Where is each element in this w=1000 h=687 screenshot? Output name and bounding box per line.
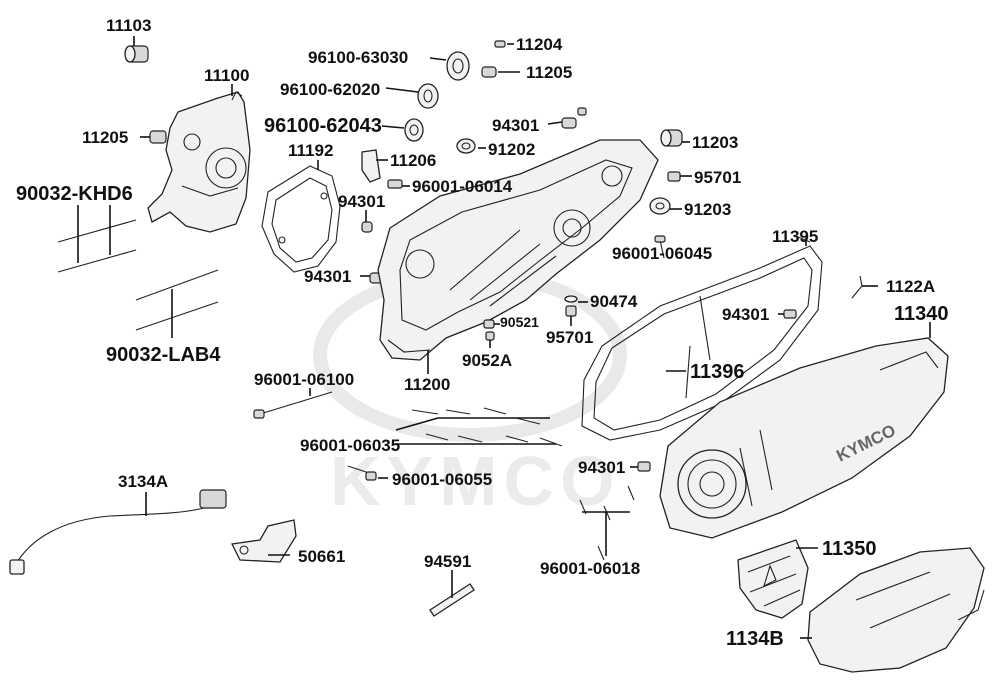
bushing-11205-top: [481, 66, 520, 78]
gasket-11192: [261, 165, 341, 273]
label-96001-06045: 96001-06045: [612, 244, 712, 263]
bolts-96001-06055: [347, 465, 377, 481]
gasket-11396: [581, 245, 823, 441]
hose-1122a: [851, 275, 863, 299]
label-94301-e: 94301: [578, 458, 625, 477]
outer-cover-1134b: [807, 547, 985, 673]
label-11100: 11100: [204, 66, 249, 85]
label-96100-63030: 96100-63030: [308, 48, 408, 67]
seal-91202: [456, 138, 476, 154]
long-bolts-90032-khd6: [57, 205, 137, 273]
label-11205-left: 11205: [82, 128, 128, 147]
label-96100-62020: 96100-62020: [280, 80, 380, 99]
label-11205-top: 11205: [526, 63, 572, 82]
crankcase-right-11200: [377, 139, 659, 361]
label-96001-06055: 96001-06055: [392, 470, 492, 489]
dowel-94301-top: [561, 107, 587, 129]
leader-lines: [133, 36, 931, 639]
label-94301-c: 94301: [304, 267, 351, 286]
dowel-94301-d: [783, 309, 797, 319]
bolt-90521: [483, 319, 495, 329]
label-94301-top: 94301: [492, 116, 539, 135]
bushing-11203: [660, 129, 683, 147]
label-94301-d: 94301: [722, 305, 769, 324]
label-96100-62043: 96100-62043: [264, 115, 382, 137]
label-91202: 91202: [488, 140, 535, 159]
bushing-11205-left: [149, 130, 167, 144]
pin-11204: [494, 40, 506, 48]
label-95701-middle: 95701: [546, 328, 593, 347]
bolt-96001-06014: [387, 179, 403, 189]
label-11340: 11340: [894, 303, 949, 325]
sensor-cable-3134a: [9, 489, 227, 575]
dowel-94301-e: [637, 461, 651, 472]
bolts-96001-06018: [579, 485, 635, 561]
crankcase-left-11100: [147, 91, 251, 233]
label-90521: 90521: [500, 314, 539, 330]
label-94301-b: 94301: [338, 192, 385, 211]
label-3134a: 3134A: [118, 472, 168, 491]
bolt-96001-06045: [654, 235, 666, 259]
label-11395: 11395: [772, 227, 818, 246]
watermark-text: KYMCO: [330, 442, 621, 520]
fan-guard-11350: [737, 539, 809, 619]
bolt-95701-middle: [565, 305, 577, 317]
label-96001-06014: 96001-06014: [412, 177, 513, 196]
long-bolts-90032-lab4: [135, 269, 219, 338]
label-50661: 50661: [298, 547, 345, 566]
label-96001-06035: 96001-06035: [300, 436, 400, 455]
label-1122a: 1122A: [886, 277, 935, 296]
seal-strip-11395: [685, 235, 811, 399]
label-11350: 11350: [822, 538, 877, 560]
bearing-96100-62043: [404, 118, 424, 142]
bushing-11103: [124, 45, 149, 63]
dowel-94301-b: [361, 221, 373, 233]
label-94591: 94591: [424, 552, 471, 571]
label-11206: 11206: [390, 151, 436, 170]
label-11200: 11200: [404, 375, 450, 394]
label-11396: 11396: [690, 361, 745, 383]
seal-91203: [649, 197, 671, 215]
bearing-96100-63030: [446, 51, 470, 81]
label-96001-06100: 96001-06100: [254, 370, 354, 389]
strip-94591: [429, 570, 475, 617]
label-96001-06018: 96001-06018: [540, 559, 640, 578]
label-11192: 11192: [288, 141, 333, 160]
bearing-96100-62020: [417, 83, 439, 109]
part-labels: 11103 11100 11205 90032-KHD6 90032-LAB4 …: [16, 16, 949, 650]
label-11204: 11204: [516, 35, 563, 54]
label-90474: 90474: [590, 292, 638, 311]
bolts-96001-06035: [395, 407, 563, 447]
label-90032-lab4: 90032-LAB4: [106, 344, 221, 366]
label-11203: 11203: [692, 133, 738, 152]
label-9052a: 9052A: [462, 351, 512, 370]
label-91203: 91203: [684, 200, 731, 219]
label-1134b: 1134B: [726, 628, 784, 650]
bolt-9052a: [485, 331, 495, 341]
bolt-95701-top: [667, 171, 681, 182]
washer-90474: [564, 295, 578, 303]
bolt-96001-06100: [253, 391, 333, 419]
label-11103: 11103: [106, 16, 151, 35]
plate-11206: [361, 149, 381, 183]
label-90032-khd6: 90032-KHD6: [16, 183, 133, 205]
bracket-50661: [231, 519, 297, 563]
label-95701-top: 95701: [694, 168, 741, 187]
